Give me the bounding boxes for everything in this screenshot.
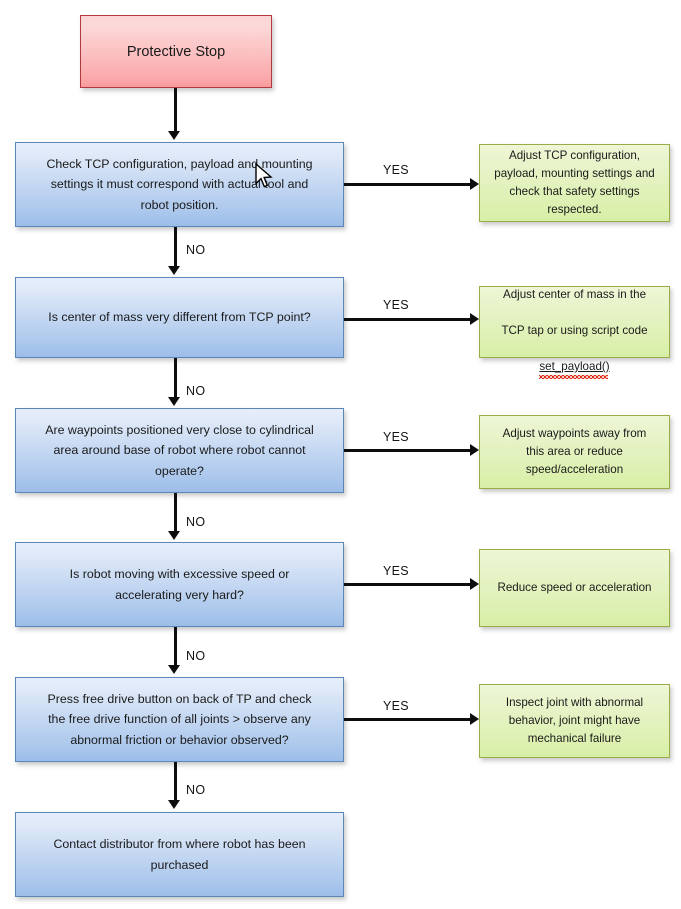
node-action-2-line-1: Adjust center of mass in the [502, 288, 647, 302]
connector-start-to-step1 [174, 88, 177, 133]
connector-step4-no [174, 627, 177, 667]
arrowhead-step3-no [168, 531, 180, 540]
connector-step3-no [174, 493, 177, 533]
node-action-2[interactable]: Adjust center of mass in the TCP tap or … [479, 286, 670, 380]
arrowhead-step4-yes [470, 578, 479, 590]
edge-label-step5-yes: YES [383, 699, 409, 713]
arrowhead-step2-no [168, 397, 180, 406]
arrowhead-step3-yes [470, 444, 479, 456]
node-decision-1[interactable]: Check TCP configuration, payload and mou… [15, 142, 344, 227]
connector-step1-no [174, 227, 177, 268]
node-decision-5-label: Press free drive button on back of TP an… [47, 692, 312, 747]
node-action-1-label: Adjust TCP configuration, payload, mount… [494, 149, 655, 216]
connector-step4-yes [344, 583, 472, 586]
connector-step2-yes [344, 318, 472, 321]
edge-label-step4-yes: YES [383, 564, 409, 578]
arrowhead-start-to-step1 [168, 131, 180, 140]
node-decision-4-label: Is robot moving with excessive speed or … [69, 567, 290, 602]
arrowhead-step5-yes [470, 713, 479, 725]
arrowhead-step1-no [168, 266, 180, 275]
edge-label-step2-yes: YES [383, 298, 409, 312]
node-protective-stop-label: Protective Stop [126, 43, 226, 60]
node-action-3[interactable]: Adjust waypoints away from this area or … [479, 415, 670, 489]
edge-label-step2-no: NO [186, 384, 206, 398]
edge-label-step4-no: NO [186, 649, 206, 663]
node-action-4[interactable]: Reduce speed or acceleration [479, 549, 670, 627]
node-action-4-label: Reduce speed or acceleration [497, 581, 652, 595]
node-decision-1-label: Check TCP configuration, payload and mou… [46, 157, 313, 212]
arrowhead-step4-no [168, 665, 180, 674]
node-decision-4[interactable]: Is robot moving with excessive speed or … [15, 542, 344, 627]
arrowhead-step5-no [168, 800, 180, 809]
edge-label-step3-yes: YES [383, 430, 409, 444]
node-decision-2[interactable]: Is center of mass very different from TC… [15, 277, 344, 358]
connector-step3-yes [344, 449, 472, 452]
node-final-contact-distributor[interactable]: Contact distributor from where robot has… [15, 812, 344, 897]
edge-label-step5-no: NO [186, 783, 206, 797]
arrowhead-step1-yes [470, 178, 479, 190]
node-action-1[interactable]: Adjust TCP configuration, payload, mount… [479, 144, 670, 222]
node-action-5-label: Inspect joint with abnormal behavior, jo… [505, 696, 644, 745]
edge-label-step3-no: NO [186, 515, 206, 529]
node-action-2-line-2: TCP tap or using script code [501, 324, 648, 337]
edge-label-step1-yes: YES [383, 163, 409, 177]
node-action-2-script-code: set_payload() [539, 358, 610, 380]
connector-step5-yes [344, 718, 472, 721]
node-decision-3-label: Are waypoints positioned very close to c… [45, 423, 314, 478]
arrowhead-step2-yes [470, 313, 479, 325]
node-action-2-label: Adjust center of mass in the TCP tap or … [480, 268, 669, 380]
node-final-contact-distributor-label: Contact distributor from where robot has… [53, 837, 306, 872]
node-decision-5[interactable]: Press free drive button on back of TP an… [15, 677, 344, 762]
edge-label-step1-no: NO [186, 243, 206, 257]
node-decision-2-label: Is center of mass very different from TC… [48, 310, 311, 325]
connector-step1-yes [344, 183, 472, 186]
connector-step5-no [174, 762, 177, 802]
node-action-3-label: Adjust waypoints away from this area or … [502, 427, 647, 476]
node-action-5[interactable]: Inspect joint with abnormal behavior, jo… [479, 684, 670, 758]
connector-step2-no [174, 358, 177, 399]
node-protective-stop[interactable]: Protective Stop [80, 15, 272, 88]
node-decision-3[interactable]: Are waypoints positioned very close to c… [15, 408, 344, 493]
